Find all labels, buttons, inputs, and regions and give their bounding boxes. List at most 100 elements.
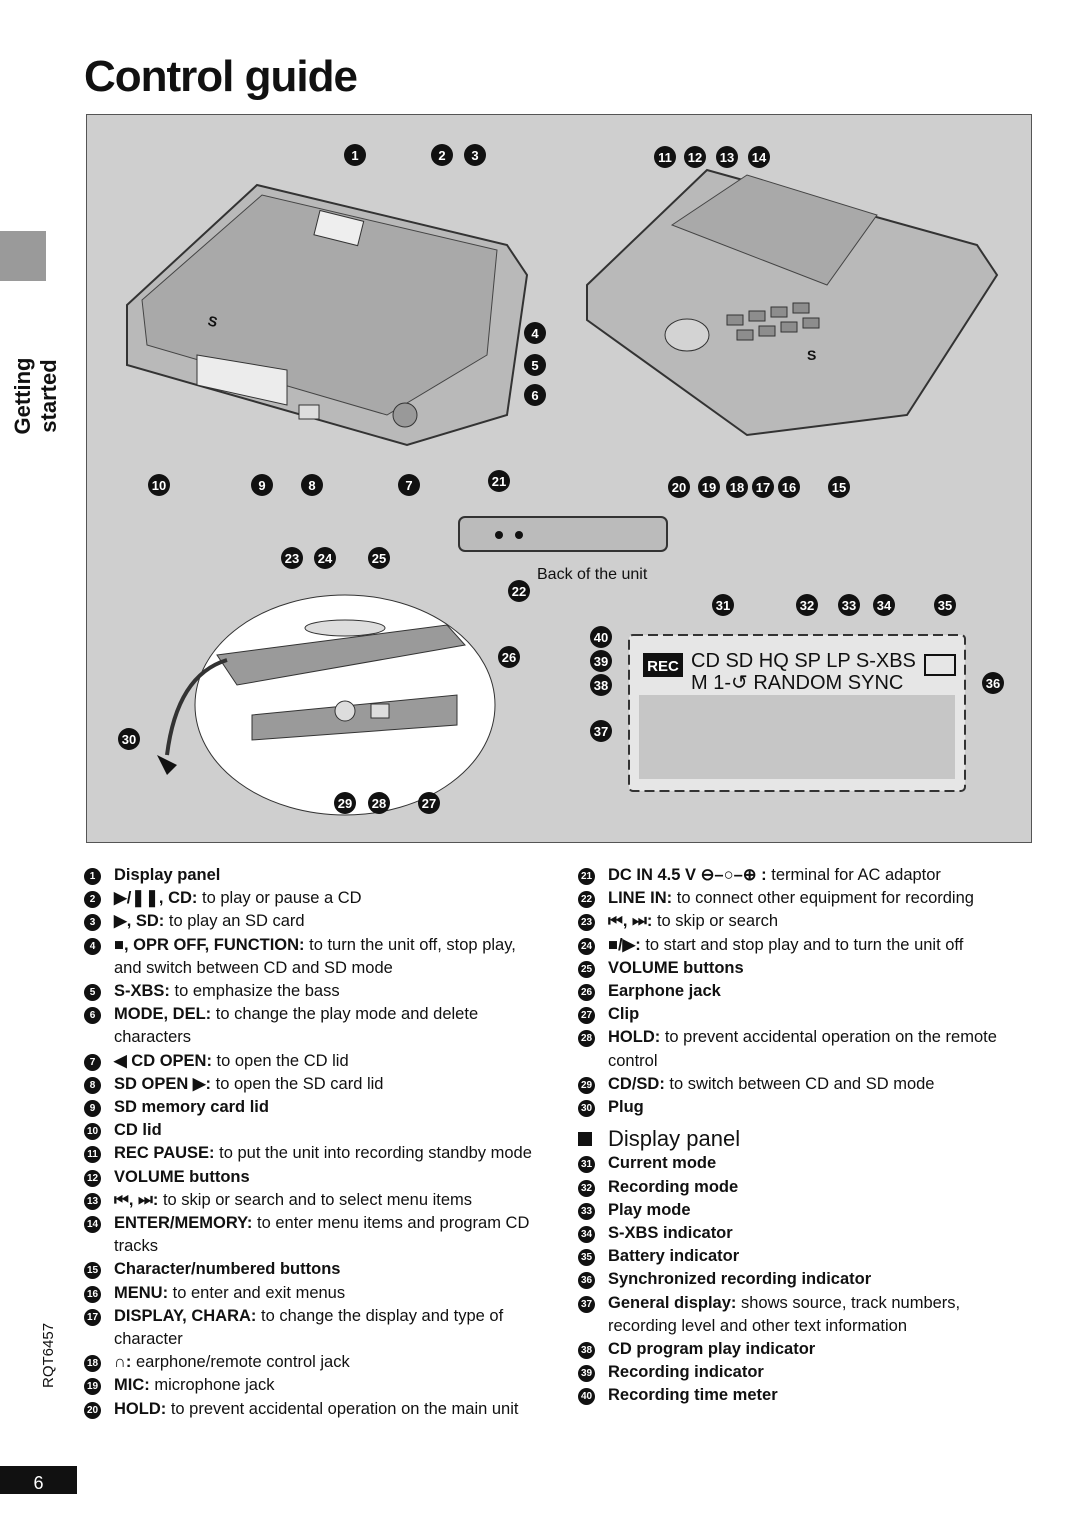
callout-circle: [873, 594, 895, 616]
callout-number: 33: [842, 598, 856, 613]
callout-circle: [368, 547, 390, 569]
callout-number: 18: [730, 480, 744, 495]
legend-description: to start and stop play and to turn the u…: [640, 935, 964, 954]
svg-text:S: S: [206, 312, 219, 330]
legend-term: ∩:: [114, 1353, 132, 1372]
callout-number: 27: [422, 796, 436, 811]
callout-badge: 24: [578, 937, 595, 955]
callout-number: 30: [122, 732, 136, 747]
legend-term: Plug: [608, 1098, 644, 1117]
legend-item-14: 14 ENTER/MEMORY: to enter menu items and …: [84, 1212, 532, 1258]
legend-term: Recording indicator: [608, 1363, 764, 1382]
callout-badge: 1: [84, 868, 101, 885]
legend-term: VOLUME buttons: [114, 1167, 250, 1186]
legend-description: to open the SD card lid: [211, 1074, 384, 1093]
legend-term: Earphone jack: [608, 982, 721, 1001]
legend-term: ENTER/MEMORY:: [114, 1214, 253, 1233]
svg-text:S: S: [807, 347, 816, 363]
legend-description: to turn the unit off, stop play, and swi…: [114, 935, 516, 977]
legend-description: to enter and exit menus: [168, 1283, 346, 1302]
callout-circle: [524, 322, 546, 344]
callout-badge: 32: [578, 1179, 595, 1197]
legend-term: General display:: [608, 1293, 737, 1312]
callout-number: 15: [832, 480, 846, 495]
callout-circle: [431, 144, 453, 166]
callout-number: 10: [152, 478, 166, 493]
callout-badge: 14: [84, 1216, 101, 1234]
legend-term: ■/▶:: [608, 935, 641, 954]
callout-circle: [668, 476, 690, 498]
legend-term: Clip: [608, 1005, 640, 1024]
control-diagram: S S Back of the unit: [86, 114, 1032, 843]
legend-term: CD/SD:: [608, 1074, 665, 1093]
callout-number: 20: [672, 480, 686, 495]
callout-circle: [716, 146, 738, 168]
callout-number: 5: [531, 358, 538, 373]
callout-circle: [828, 476, 850, 498]
callout-circle: [684, 146, 706, 168]
callout-circle: [508, 580, 530, 602]
callout-circle: [778, 476, 800, 498]
callout-circle: [796, 594, 818, 616]
callout-circle: [118, 728, 140, 750]
callout-badge: 12: [84, 1169, 101, 1187]
legend-description: to open the CD lid: [211, 1051, 349, 1070]
legend-item-2: 2▶/❚❚, CD: to play or pause a CD: [84, 887, 532, 910]
callout-number: 11: [658, 150, 672, 165]
callout-badge: 17: [84, 1308, 101, 1326]
document-code: RQT6457: [40, 1322, 57, 1388]
legend-term: Recording mode: [608, 1177, 739, 1196]
callout-badge: 38: [578, 1342, 595, 1360]
callout-circle: [418, 792, 440, 814]
legend-description: to change the display and type of charac…: [114, 1306, 504, 1349]
legend-description: to prevent accidental operation on the m…: [166, 1399, 519, 1418]
legend-item-23: 23⏮, ⏭: to skip or search: [578, 910, 1026, 933]
callout-badge: 34: [578, 1226, 595, 1244]
callout-number: 24: [318, 551, 333, 566]
device-illustration: S S Back of the unit: [118, 144, 1004, 816]
callout-circle: [982, 672, 1004, 694]
callout-badge: 8: [84, 1076, 101, 1094]
callout-badge: 16: [84, 1285, 101, 1303]
callout-circle: [148, 474, 170, 496]
rec-indicator: REC: [647, 658, 679, 675]
callout-badge: 22: [578, 891, 595, 909]
callout-badge: 25: [578, 960, 595, 978]
callout-badge: 20: [84, 1401, 101, 1419]
legend-term: ⏮, ⏭:: [114, 1190, 159, 1209]
legend-term: MODE, DEL:: [114, 1005, 212, 1024]
callout-circle: [590, 626, 612, 648]
callout-badge: 9: [84, 1100, 101, 1118]
legend-term: VOLUME buttons: [608, 958, 744, 977]
callout-number: 16: [782, 480, 796, 495]
callout-number: 29: [338, 796, 352, 811]
callout-circle: [464, 144, 486, 166]
callout-badge: 2: [84, 891, 101, 909]
legend-description: to play an SD card: [164, 912, 305, 931]
callout-circle: [698, 476, 720, 498]
legend-description: to switch between CD and SD mode: [664, 1074, 935, 1093]
callout-number: 7: [405, 478, 412, 493]
callout-circle: [712, 594, 734, 616]
legend-description: to enter menu items and program CD track…: [114, 1214, 530, 1256]
callout-circle: [654, 146, 676, 168]
legend-description: to emphasize the bass: [169, 982, 340, 1001]
callout-badge: 37: [578, 1295, 595, 1313]
callout-circle: [590, 650, 612, 672]
remote-control: [157, 594, 496, 816]
callout-circle: [934, 594, 956, 616]
callout-circle: [301, 474, 323, 496]
